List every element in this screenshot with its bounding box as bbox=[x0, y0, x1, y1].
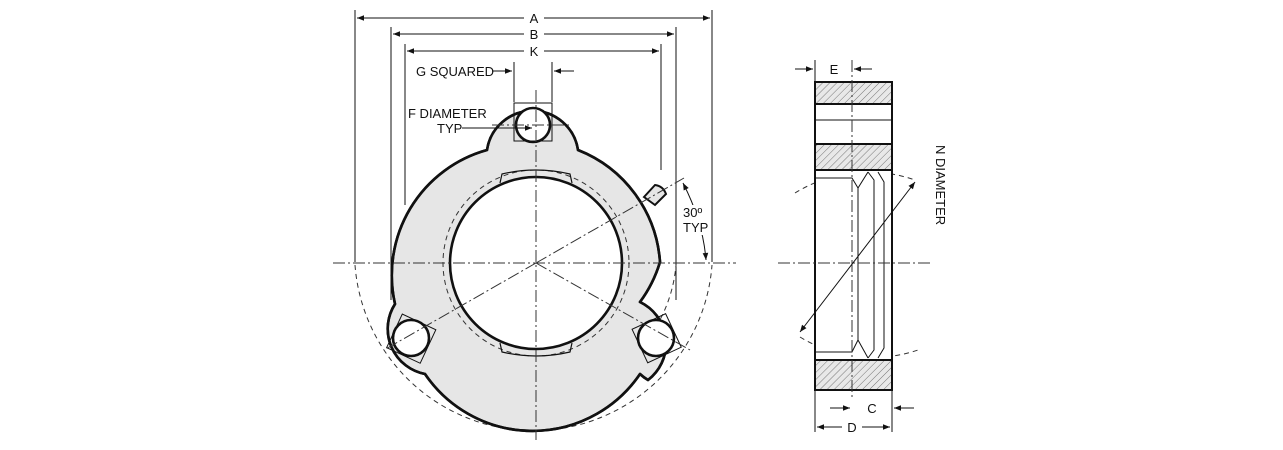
dim-f-typ: TYP bbox=[437, 121, 462, 136]
centerlines bbox=[333, 90, 736, 440]
dim-angle-typ: TYP bbox=[683, 220, 708, 235]
outer-dia-arc bbox=[354, 264, 713, 432]
dimension-angle: 30º TYP bbox=[680, 182, 710, 261]
grease-fitting bbox=[642, 183, 668, 207]
side-view: N DIAMETER E C D bbox=[778, 60, 948, 435]
dim-b-label: B bbox=[530, 27, 539, 42]
n-diameter-arc bbox=[794, 171, 916, 194]
bolt-hole-right bbox=[631, 312, 682, 364]
side-body bbox=[814, 169, 893, 361]
side-ear-hatch-bottom bbox=[814, 143, 893, 171]
side-ear-hatch-top bbox=[814, 81, 893, 105]
side-ear-hole bbox=[814, 103, 893, 145]
dim-a-label: A bbox=[530, 11, 539, 26]
dim-c-label: C bbox=[867, 401, 876, 416]
dim-k-label: K bbox=[530, 44, 539, 59]
bolt-hole-top bbox=[513, 102, 553, 144]
dimension-k: K bbox=[407, 44, 659, 59]
dim-f-label: F DIAMETER bbox=[408, 106, 487, 121]
dimension-b: B bbox=[393, 27, 674, 42]
dim-g-label: G SQUARED bbox=[416, 64, 494, 79]
bolt-hole-left bbox=[385, 313, 437, 364]
dim-d-label: D bbox=[847, 420, 856, 435]
n-diameter-leader bbox=[799, 181, 916, 333]
side-body-hatch-bottom bbox=[814, 359, 893, 391]
dimension-c: C bbox=[814, 390, 914, 432]
dimension-g: G SQUARED bbox=[416, 64, 574, 79]
dimension-d: D bbox=[817, 420, 890, 435]
dimension-f: F DIAMETER TYP bbox=[408, 106, 532, 136]
front-view: A B K G SQUARED F DIAMETER TYP bbox=[333, 10, 736, 440]
dim-e-label: E bbox=[830, 62, 839, 77]
dim-n-label: N DIAMETER bbox=[933, 145, 948, 225]
dimension-e: E bbox=[795, 60, 872, 82]
extension-lines bbox=[354, 10, 713, 300]
dimension-a: A bbox=[357, 11, 710, 26]
n-diameter-arc-lower bbox=[799, 336, 919, 358]
dim-angle-label: 30º bbox=[683, 205, 702, 220]
flange-outline bbox=[386, 109, 668, 433]
